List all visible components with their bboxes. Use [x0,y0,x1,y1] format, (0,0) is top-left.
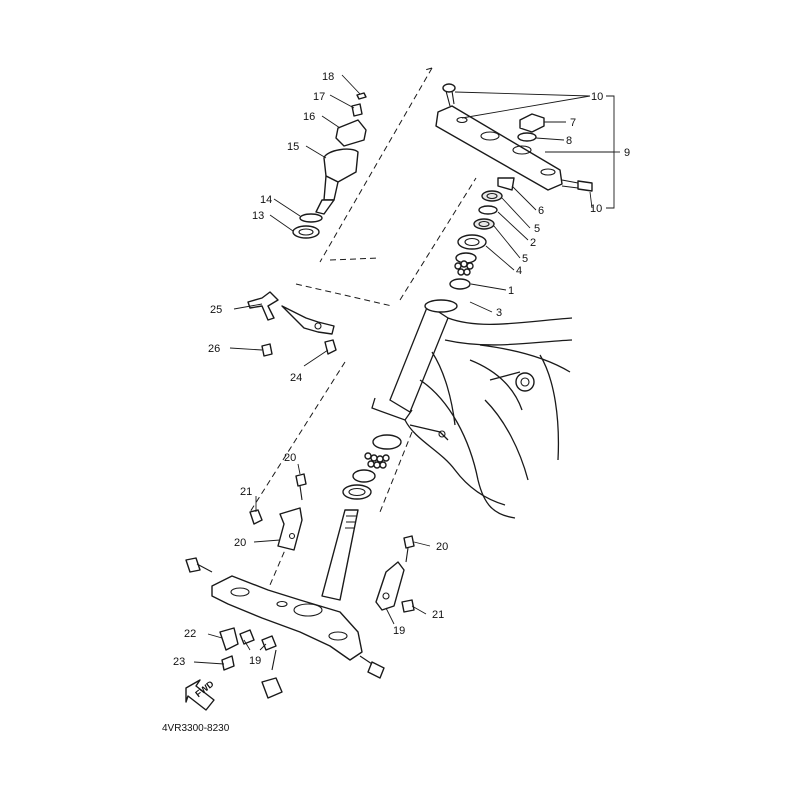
leader-lines [193,74,620,665]
screw-23 [221,655,235,671]
ball-bearings-upper [454,260,474,276]
callout-24: 25 [210,304,222,316]
ring-nut-5-upper [481,190,503,202]
nut-21-right [401,599,415,613]
callout-21-left: 21 [240,486,252,498]
callout-20-right: 20 [436,541,448,553]
callout-11: 13 [252,210,264,222]
callout-14: 16 [303,111,315,123]
lock-washer-6 [497,177,515,191]
pinch-bolt-right [359,655,385,679]
bolt-20-right [403,535,415,563]
lower-bracket [211,575,363,661]
callout-17: 19 [393,625,405,637]
bracket-18 [277,507,303,551]
callout-18: 20 [234,537,246,549]
frame-head-pipe [371,299,573,519]
bearing-race-1 [449,278,471,290]
callout-labels: 10 10 9 7 8 6 5 2 5 4 1 3 18 17 16 15 14… [162,71,630,734]
nut-7 [519,113,545,133]
callout-7: 7 [570,117,576,129]
callout-6: 6 [538,205,544,217]
fwd-arrow-icon: FWD [185,678,216,711]
callout-21-right: 21 [432,609,444,621]
callout-15: 17 [313,91,325,103]
stem-nut-bottom [261,649,283,699]
callout-5-lower: 5 [522,253,528,265]
callout-19: 19 [249,655,261,667]
nut-21-left [249,509,263,525]
bearing-cover-4 [457,234,487,250]
callout-10-bottom: 10 [590,203,602,215]
lower-bearing-stack [342,434,402,500]
upper-bracket [435,105,563,191]
callout-1: 1 [508,285,514,297]
bolt-upper-right [561,179,593,192]
catalog-code: 4VR3300-8230 [162,723,230,734]
bolt-20-left [295,473,307,501]
ring-nut-5-lower [473,218,495,230]
cable-guide-bracket [247,291,337,357]
callout-16: 18 [322,71,334,83]
callout-22: 22 [184,628,196,640]
bracket-17 [375,561,405,611]
callout-4: 4 [516,265,522,277]
callout-3: 3 [496,307,502,319]
callout-10-top: 10 [591,91,603,103]
handlebar-holder-assembly [292,92,367,239]
bolt-upper-left [442,83,456,107]
callout-9: 9 [624,147,630,159]
callout-12: 14 [260,194,272,206]
callout-20-left: 20 [284,452,296,464]
callout-25: 24 [290,372,302,384]
washer-8 [517,132,537,142]
washer-2 [478,205,498,215]
pinch-bolt-left [185,557,213,573]
steering-stem [321,509,359,601]
assembly-guide-lines [249,67,477,586]
callout-5-upper: 5 [534,223,540,235]
callout-8: 8 [566,135,572,147]
callout-13: 15 [287,141,299,153]
callout-2: 2 [530,237,536,249]
callout-23: 23 [173,656,185,668]
clamps-19 [239,629,277,651]
clamp-22 [219,627,239,651]
callout-26: 26 [208,343,220,355]
